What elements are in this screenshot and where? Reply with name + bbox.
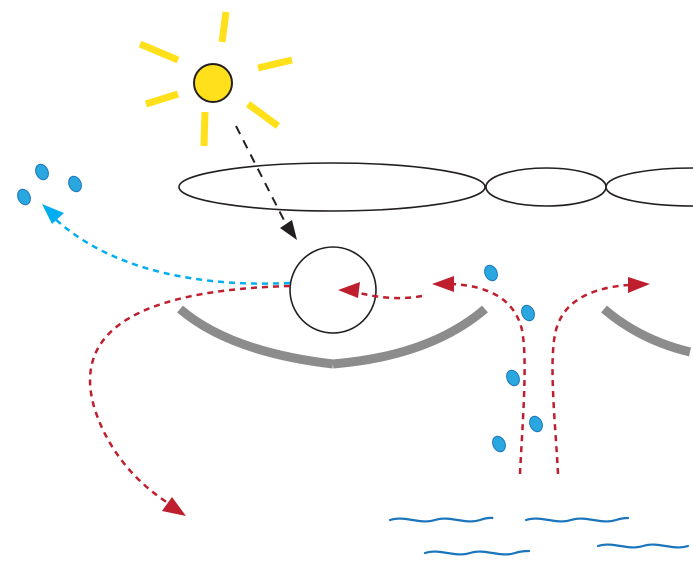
water-droplet-icon [529, 415, 543, 433]
water-droplet-icon [68, 175, 82, 193]
water-droplet-icon [17, 188, 31, 206]
water-droplet-icon [521, 304, 535, 322]
cloud-outlines [178, 162, 693, 212]
droplets-rising [484, 264, 543, 453]
wave-line [388, 516, 494, 523]
red-arrow-rising-left [432, 276, 526, 475]
water-droplet-icon [484, 264, 498, 282]
blue-evaporation-arrow [42, 204, 291, 285]
arrowhead-icon [432, 276, 454, 292]
arrowhead-icon [338, 282, 360, 298]
arrowhead-icon [280, 220, 297, 240]
cloud-ellipse-right-partial [605, 167, 693, 207]
droplets-upper-left [17, 163, 82, 206]
ground-arc-right [332, 305, 488, 369]
arrowhead-icon [162, 497, 186, 516]
water-droplet-icon [492, 435, 506, 453]
ground-arc-left [177, 305, 334, 369]
cloud-ellipse-large [178, 162, 486, 212]
cloud-ellipse-middle [485, 167, 607, 207]
water-waves [388, 516, 690, 556]
sun-icon [138, 11, 293, 147]
red-arrow-into-circle [338, 282, 423, 300]
wave-line [423, 549, 531, 556]
red-arrow-rising-right [551, 277, 650, 475]
wave-line [596, 543, 690, 549]
red-arrow-down-left [88, 284, 291, 516]
water-droplet-icon [506, 369, 520, 387]
wave-line [524, 516, 630, 523]
arrowhead-icon [628, 277, 650, 293]
sunlight-arrow [235, 125, 297, 240]
ground-arcs [177, 305, 692, 369]
ground-arc-far-right [601, 305, 692, 357]
water-droplet-icon [35, 163, 49, 181]
central-circle [289, 246, 377, 334]
arrowhead-icon [42, 204, 64, 224]
sun-rays [138, 11, 293, 147]
sun-disc [193, 63, 233, 103]
